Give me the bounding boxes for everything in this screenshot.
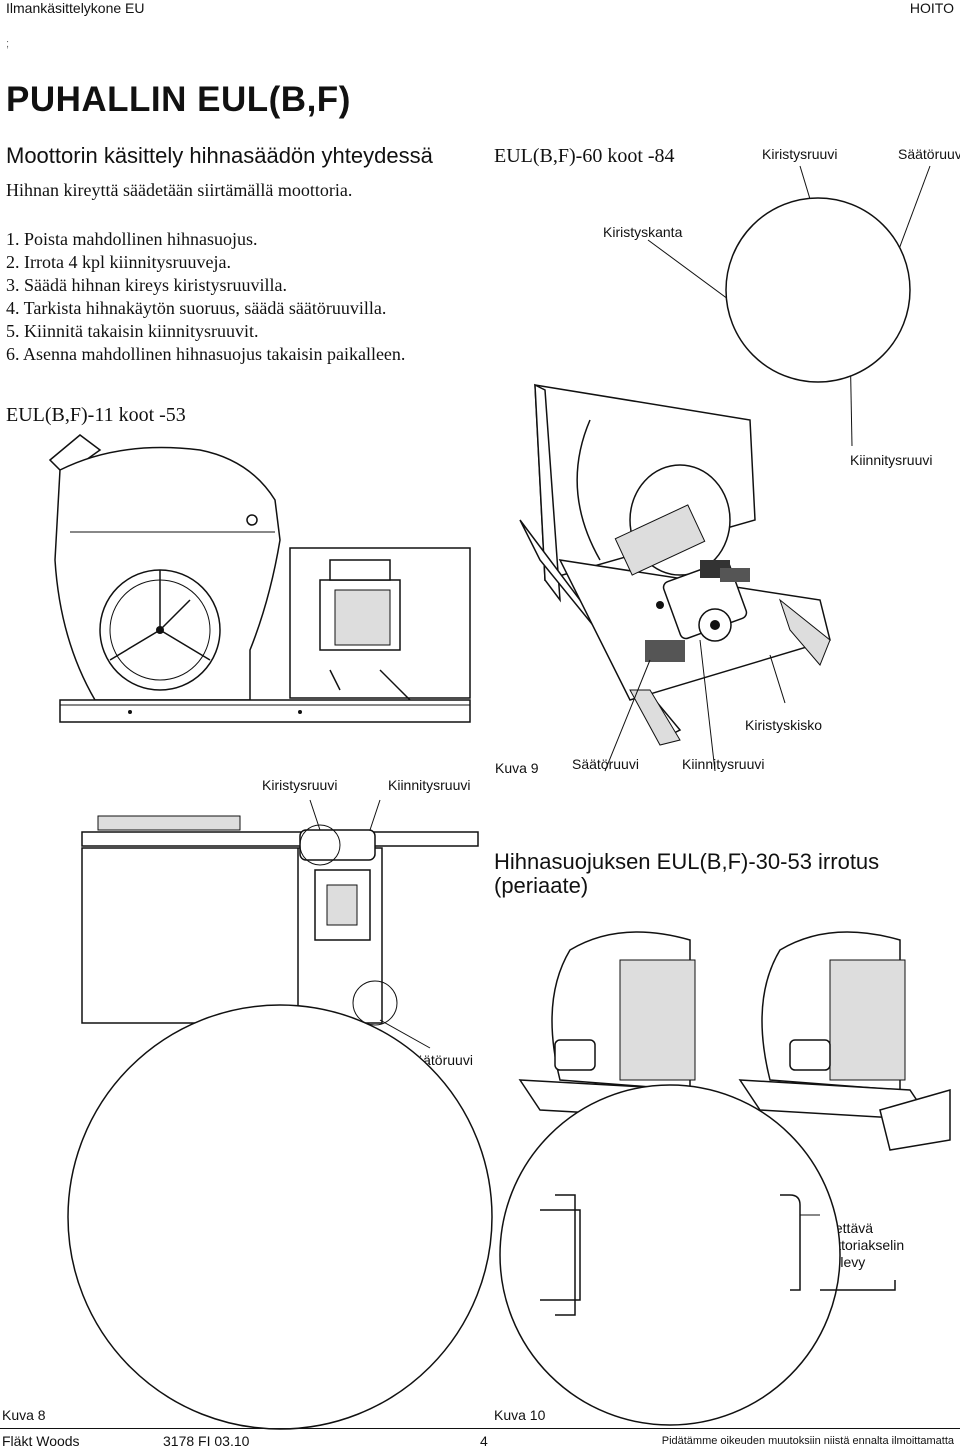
caption-kuva-8: Kuva 8 [2,1407,46,1423]
header-section: HOITO [909,0,954,16]
footer-doc-code: 3178 FI 03.10 [163,1433,250,1449]
step-item: 5. Kiinnitä takaisin kiinnitysruuvit. [6,321,259,341]
label-kiinnitysruuvi-bottom: Kiinnitysruuvi [682,756,765,772]
fig-cover-title-line2: (periaate) [494,873,589,898]
fig-cover-title-line1: Hihnasuojuksen EUL(B,F)-30-53 irrotus [494,849,880,874]
step-item: 1. Poista mahdollinen hihnasuojus. [6,229,258,249]
label-kiinnitysruuvi-left: Kiinnitysruuvi [388,777,471,793]
step-item: 6. Asenna mahdollinen hihnasuojus takais… [6,344,406,364]
footer-page-number: 4 [480,1433,488,1449]
step-item: 2. Irrota 4 kpl kiinnitysruuveja. [6,252,231,272]
caption-kuva-9: Kuva 9 [495,760,539,776]
footer-rule [0,1428,960,1429]
footer-notice: Pidätämme oikeuden muutoksiin niistä enn… [661,1435,954,1447]
label-saatoruuvi-bottom: Säätöruuvi [572,756,639,772]
instruction-list: 1. Poista mahdollinen hihnasuojus. 2. Ir… [6,228,405,366]
intro-text: Hihnan kireyttä säädetään siirtämällä mo… [6,180,353,200]
section-subtitle: Moottorin käsittely hihnasäädön yhteydes… [6,143,433,168]
step-item: 4. Tarkista hihnakäytön suoruus, säädä s… [6,298,387,318]
label-kiristysruuvi-top: Kiristysruuvi [762,146,838,162]
caption-kuva-10: Kuva 10 [494,1407,546,1423]
page-title: PUHALLIN EUL(B,F) [6,80,351,119]
label-kiristyskanta: Kiristyskanta [603,224,683,240]
step-item: 3. Säädä hihnan kireys kiristysruuvilla. [6,275,287,295]
label-kiinnitysruuvi-side: Kiinnitysruuvi [850,452,933,468]
fig-right-title: EUL(B,F)-60 koot -84 [494,145,675,167]
header-doc-title: Ilmankäsittelykone EU [6,0,145,16]
label-saatoruuvi-top: Säätöruuvi [898,146,960,162]
label-kiristyskisko: Kiristyskisko [745,717,823,733]
fig-left-title: EUL(B,F)-11 koot -53 [6,404,186,426]
label-kiristysruuvi-left: Kiristysruuvi [262,777,338,793]
header-marker: ; [6,38,10,50]
fig-cover-title: Hihnasuojuksen EUL(B,F)-30-53 irrotus (p… [494,850,879,898]
footer-company: Fläkt Woods [2,1433,80,1449]
